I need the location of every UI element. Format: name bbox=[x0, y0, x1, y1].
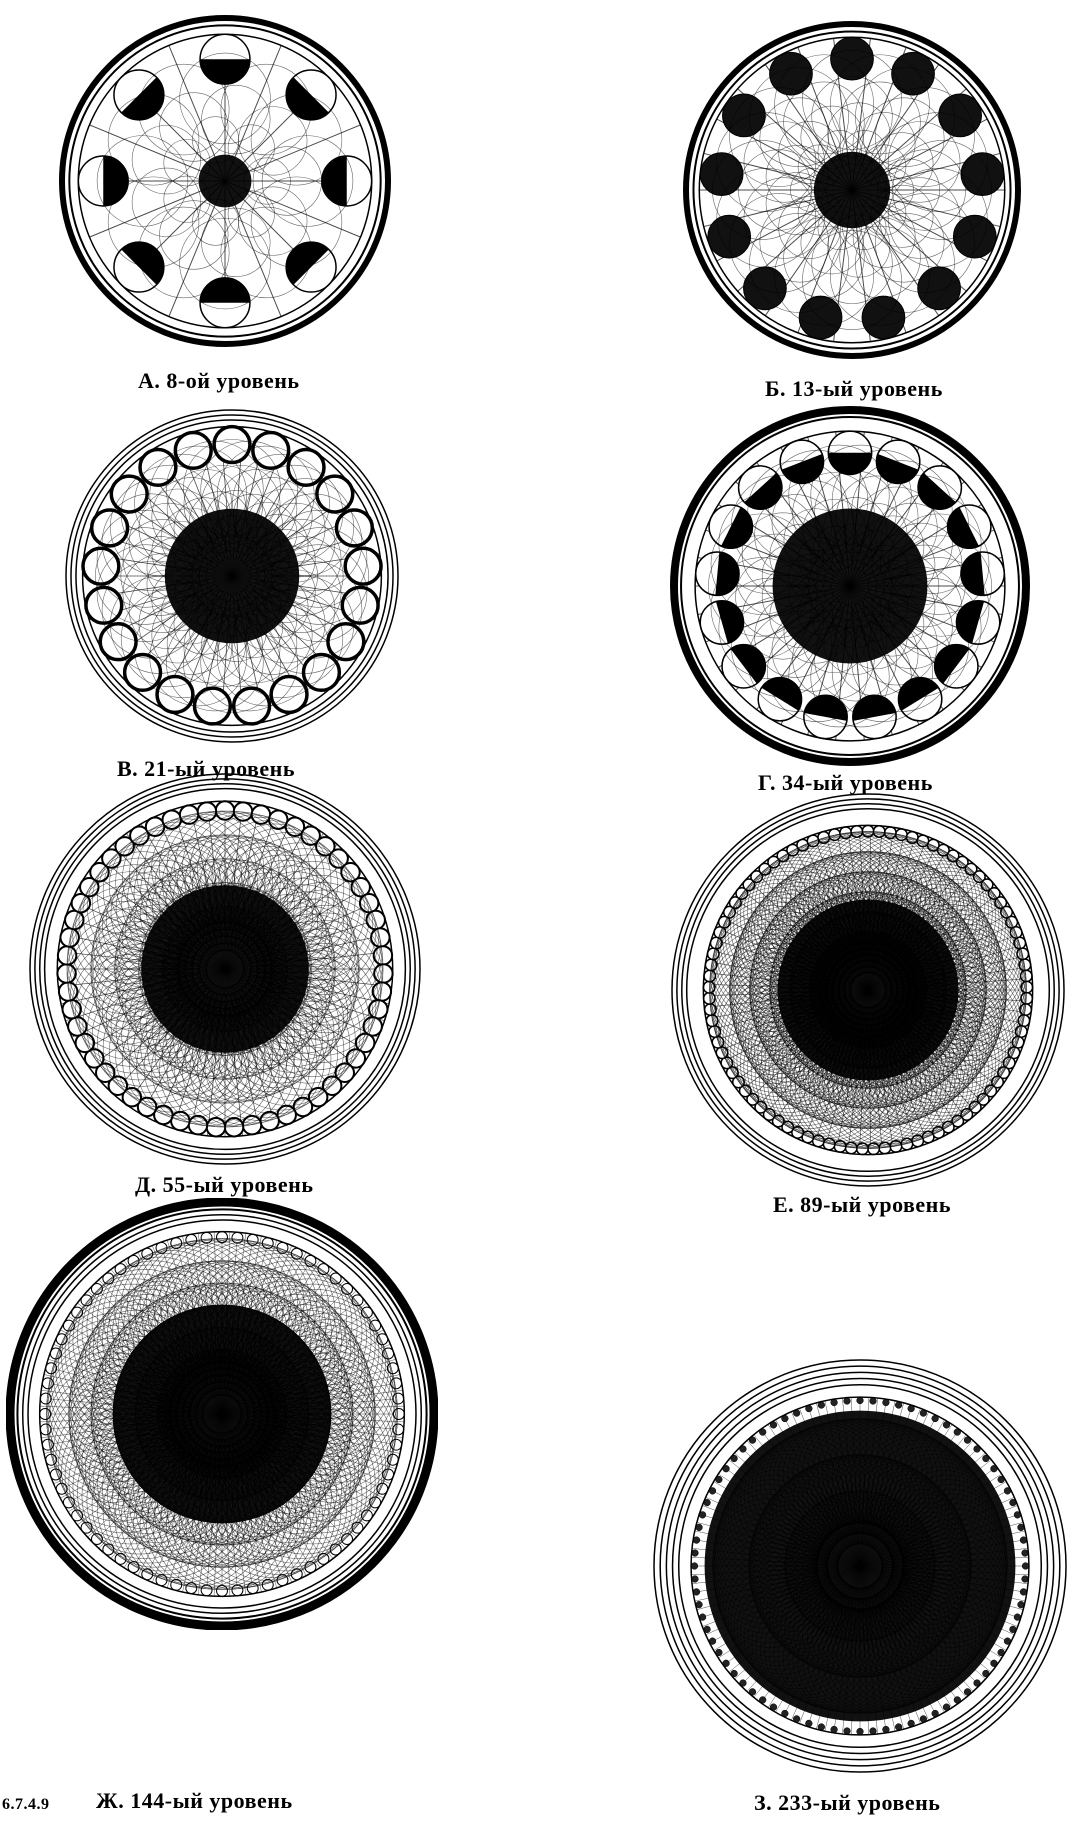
figure-z-pattern bbox=[650, 1346, 1070, 1786]
bottom-left-fragment: 6.7.4.9 bbox=[2, 1796, 50, 1814]
figure-e bbox=[668, 790, 1068, 1190]
figure-z-caption: З. 233-ый уровень bbox=[754, 1790, 940, 1816]
figure-e-caption: Е. 89-ый уровень bbox=[773, 1192, 951, 1218]
figure-zh-pattern bbox=[6, 1198, 438, 1630]
figure-a bbox=[58, 14, 392, 348]
figure-z bbox=[650, 1346, 1070, 1786]
figure-d-pattern bbox=[26, 770, 424, 1168]
figure-d-caption: Д. 55-ый уровень bbox=[135, 1172, 313, 1198]
figure-v-pattern bbox=[62, 406, 402, 746]
figure-e-pattern bbox=[668, 790, 1068, 1190]
figure-a-pattern bbox=[58, 14, 392, 348]
figure-g-pattern bbox=[670, 406, 1030, 766]
figure-b-pattern bbox=[682, 20, 1022, 360]
figure-b bbox=[682, 20, 1022, 360]
figure-d bbox=[26, 770, 424, 1168]
figure-b-caption: Б. 13-ый уровень bbox=[765, 376, 943, 402]
figure-zh bbox=[6, 1198, 438, 1630]
figure-g bbox=[670, 406, 1030, 766]
figure-a-caption: А. 8-ой уровень bbox=[138, 368, 300, 394]
figure-zh-caption: Ж. 144-ый уровень bbox=[96, 1788, 293, 1814]
figure-v bbox=[62, 406, 402, 746]
